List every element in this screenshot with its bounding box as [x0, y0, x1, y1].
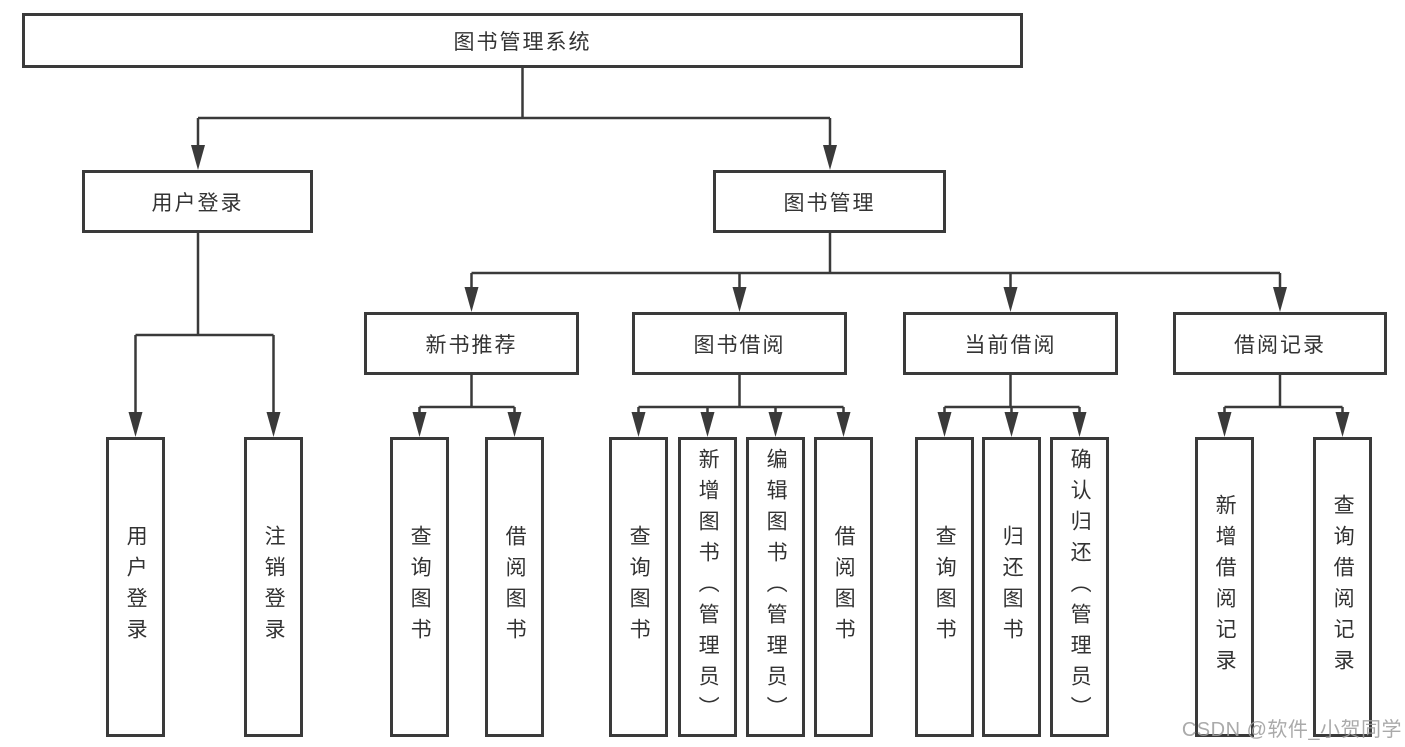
- node-book-management-label: 图书管理: [783, 191, 876, 215]
- leaf-query-borrow-record: 查询借阅记录: [1313, 437, 1372, 737]
- node-borrow-records-label: 借阅记录: [1234, 333, 1326, 357]
- node-book-management: 图书管理: [713, 170, 946, 233]
- leaf-add-borrow-record: 新增借阅记录: [1195, 437, 1254, 737]
- leaf-user-login: 用户登录: [106, 437, 165, 737]
- leaf-borrow-books-borrow-label: 借阅图书: [832, 525, 856, 649]
- node-user-login: 用户登录: [82, 170, 313, 233]
- leaf-logout: 注销登录: [244, 437, 303, 737]
- node-root: 图书管理系统: [22, 13, 1023, 68]
- leaf-query-books-current: 查询图书: [915, 437, 974, 737]
- leaf-query-books-newbook-label: 查询图书: [408, 525, 432, 649]
- leaf-borrow-books-newbook: 借阅图书: [485, 437, 544, 737]
- leaf-add-books-admin-label: 新增图书（管理员）: [696, 447, 720, 727]
- leaf-query-books-borrow: 查询图书: [609, 437, 668, 737]
- leaf-query-books-current-label: 查询图书: [933, 525, 957, 649]
- leaf-logout-label: 注销登录: [262, 525, 286, 649]
- leaf-edit-books-admin: 编辑图书（管理员）: [746, 437, 805, 737]
- node-current-borrow: 当前借阅: [903, 312, 1118, 375]
- node-current-borrow-label: 当前借阅: [964, 333, 1057, 357]
- node-new-book-recommend-label: 新书推荐: [425, 333, 518, 357]
- node-borrow-records: 借阅记录: [1173, 312, 1387, 375]
- leaf-add-books-admin: 新增图书（管理员）: [678, 437, 737, 737]
- leaf-borrow-books-newbook-label: 借阅图书: [503, 525, 527, 649]
- leaf-borrow-books-borrow: 借阅图书: [814, 437, 873, 737]
- node-book-borrow: 图书借阅: [632, 312, 847, 375]
- leaf-query-books-newbook: 查询图书: [390, 437, 449, 737]
- node-root-label: 图书管理系统: [453, 30, 592, 54]
- leaf-query-books-borrow-label: 查询图书: [627, 525, 651, 649]
- leaf-user-login-label: 用户登录: [124, 525, 148, 649]
- leaf-confirm-return-admin: 确认归还（管理员）: [1050, 437, 1109, 737]
- leaf-confirm-return-admin-label: 确认归还（管理员）: [1068, 447, 1092, 727]
- leaf-return-books: 归还图书: [982, 437, 1041, 737]
- node-book-borrow-label: 图书借阅: [693, 333, 786, 357]
- leaf-add-borrow-record-label: 新增借阅记录: [1213, 494, 1237, 680]
- leaf-return-books-label: 归还图书: [1000, 525, 1024, 649]
- node-new-book-recommend: 新书推荐: [364, 312, 579, 375]
- leaf-query-borrow-record-label: 查询借阅记录: [1331, 494, 1355, 680]
- node-user-login-label: 用户登录: [151, 191, 244, 215]
- leaf-edit-books-admin-label: 编辑图书（管理员）: [764, 447, 788, 727]
- csdn-watermark: CSDN @软件_小贺同学: [1181, 719, 1402, 741]
